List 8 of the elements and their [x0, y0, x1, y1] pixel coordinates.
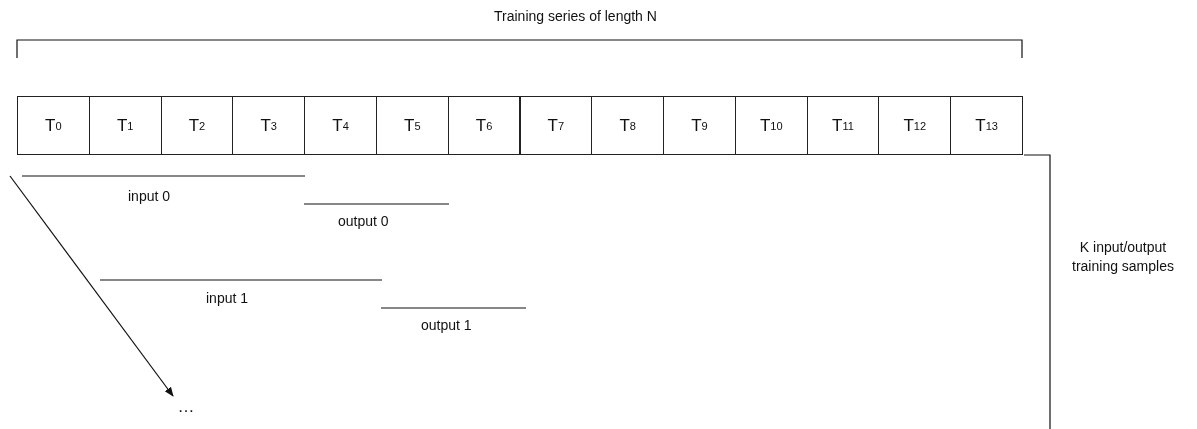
window-label: output 0	[338, 213, 389, 229]
heading: Training series of length N	[494, 8, 657, 24]
window-label: input 1	[206, 290, 249, 306]
bracket-label: K input/output training samples	[1071, 238, 1175, 276]
arrow	[9, 175, 174, 397]
window-label: input 0	[128, 188, 171, 204]
ellipsis: …	[168, 394, 204, 420]
window-label: output 1	[421, 317, 472, 333]
